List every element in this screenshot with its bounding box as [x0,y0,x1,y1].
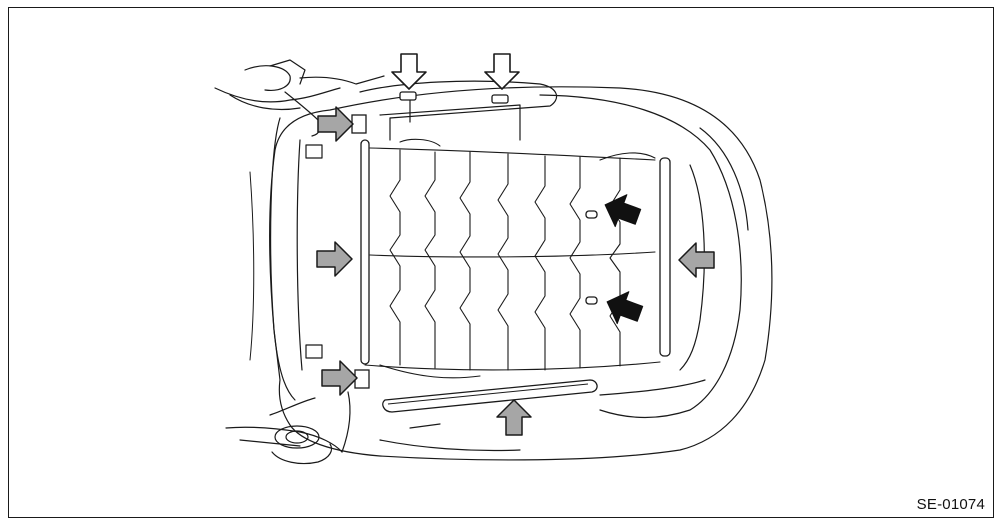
clip-slot-upper [305,144,323,159]
black-direction-arrow-icon [600,285,647,331]
left-side-rail [360,139,370,365]
rear-clip-right [491,94,509,104]
right-side-rail [659,157,671,357]
rear-frame [359,80,558,119]
gray-direction-arrow-icon [678,242,715,278]
side-rails [351,91,671,413]
figure-id-label: SE-01074 [916,496,985,513]
spring-wire-grid [364,138,661,379]
left-rail-bottom-bracket [354,369,370,389]
recliner-mechanism-bottom [225,426,343,453]
outline-down-arrow-icon [391,53,427,90]
left-rail-top-bracket [351,114,367,134]
spring-clip-lower [585,296,598,305]
black-direction-arrow-icon [598,188,645,234]
gray-direction-arrow-icon [321,360,358,396]
gray-direction-arrow-icon [317,106,354,142]
front-trim-strip [382,379,598,413]
rear-clip-left [399,91,417,101]
left-side-panel [270,117,296,401]
recliner-mechanism-top [214,87,341,103]
figure-frame [8,7,994,518]
outline-down-arrow-icon [484,53,520,90]
gray-direction-arrow-icon [496,399,532,436]
gray-direction-arrow-icon [316,241,353,277]
cushion-inner-contour [539,94,742,419]
clip-slot-lower [305,344,323,359]
spring-clip-upper [585,210,598,219]
